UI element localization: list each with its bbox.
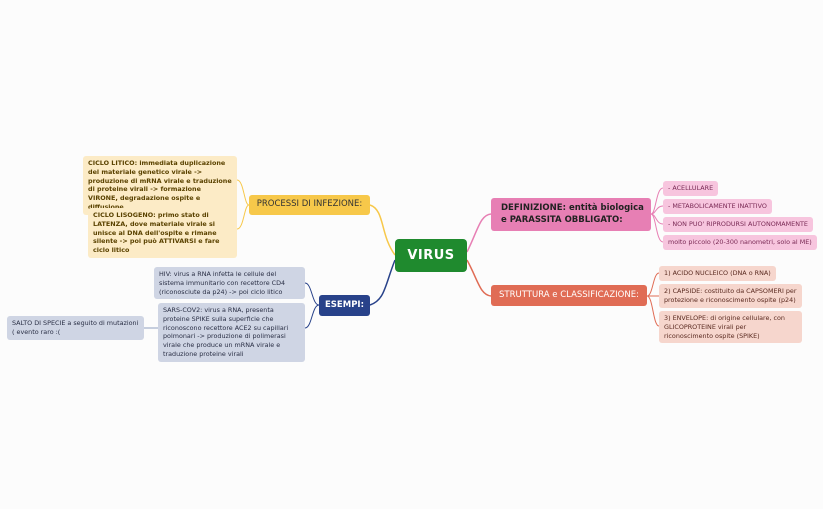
branch-processi-infezione[interactable]: PROCESSI DI INFEZIONE: <box>249 195 370 215</box>
leaf-salto-di-specie[interactable]: SALTO DI SPECIE a seguito di mutazioni (… <box>7 316 144 340</box>
leaf-ciclo-lisogeno[interactable]: CICLO LISOGENO: primo stato di LATENZA, … <box>88 208 237 259</box>
leaf-non-riproduce[interactable]: - NON PUO' RIPRODURSI AUTONOMAMENTE <box>663 217 813 232</box>
leaf-acellulare[interactable]: - ACELLULARE <box>663 181 719 196</box>
leaf-acido-nucleico[interactable]: 1) ACIDO NUCLEICO (DNA o RNA) <box>659 266 776 281</box>
branch-struttura-classificazione[interactable]: STRUTTURA e CLASSIFICAZIONE: <box>491 285 647 306</box>
leaf-envelope[interactable]: 3) ENVELOPE: di origine cellulare, con G… <box>659 311 802 344</box>
branch-definizione[interactable]: DEFINIZIONE: entità biologica e PARASSIT… <box>491 198 651 231</box>
leaf-capside[interactable]: 2) CAPSIDE: costituito da CAPSOMERI per … <box>659 284 802 308</box>
branch-esempi[interactable]: ESEMPI: <box>319 295 370 316</box>
leaf-ciclo-litico[interactable]: CICLO LITICO: immediata duplicazione del… <box>83 156 237 215</box>
central-topic[interactable]: VIRUS <box>395 239 467 272</box>
leaf-sars-cov2[interactable]: SARS-COV2: virus a RNA, presenta protein… <box>158 303 305 362</box>
leaf-hiv[interactable]: HIV: virus a RNA infetta le cellule del … <box>154 267 305 300</box>
leaf-metabolicamente-inattivo[interactable]: - METABOLICAMENTE INATTIVO <box>663 199 772 214</box>
leaf-molto-piccolo[interactable]: molto piccolo (20-300 nanometri, solo al… <box>663 235 817 250</box>
